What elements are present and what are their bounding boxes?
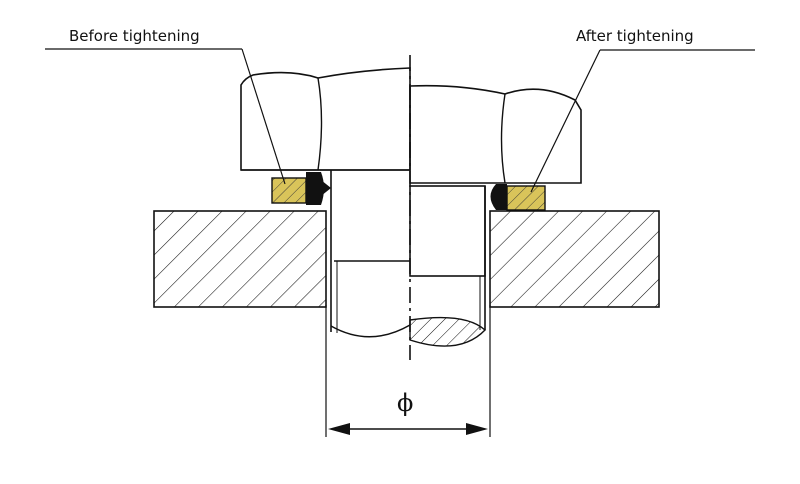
bolt-head-left xyxy=(240,67,411,171)
label-after-tightening: After tightening xyxy=(576,27,694,45)
diameter-dimension xyxy=(325,305,491,437)
leader-before xyxy=(45,48,286,185)
bolt-shank-right xyxy=(409,185,487,347)
label-before-tightening: Before tightening xyxy=(69,27,200,45)
left-plate xyxy=(153,210,327,308)
bolt-shank-left xyxy=(330,170,411,338)
arrow-right-icon xyxy=(466,423,488,435)
seal-ring-before xyxy=(306,172,331,205)
washer-after xyxy=(506,185,546,211)
label-diameter-symbol: ϕ xyxy=(397,389,414,417)
seal-ring-after xyxy=(490,184,507,210)
bolt-head-right xyxy=(409,84,582,184)
arrow-left-icon xyxy=(328,423,350,435)
right-plate xyxy=(489,210,660,308)
washer-before xyxy=(271,177,307,204)
leader-after xyxy=(530,49,755,193)
